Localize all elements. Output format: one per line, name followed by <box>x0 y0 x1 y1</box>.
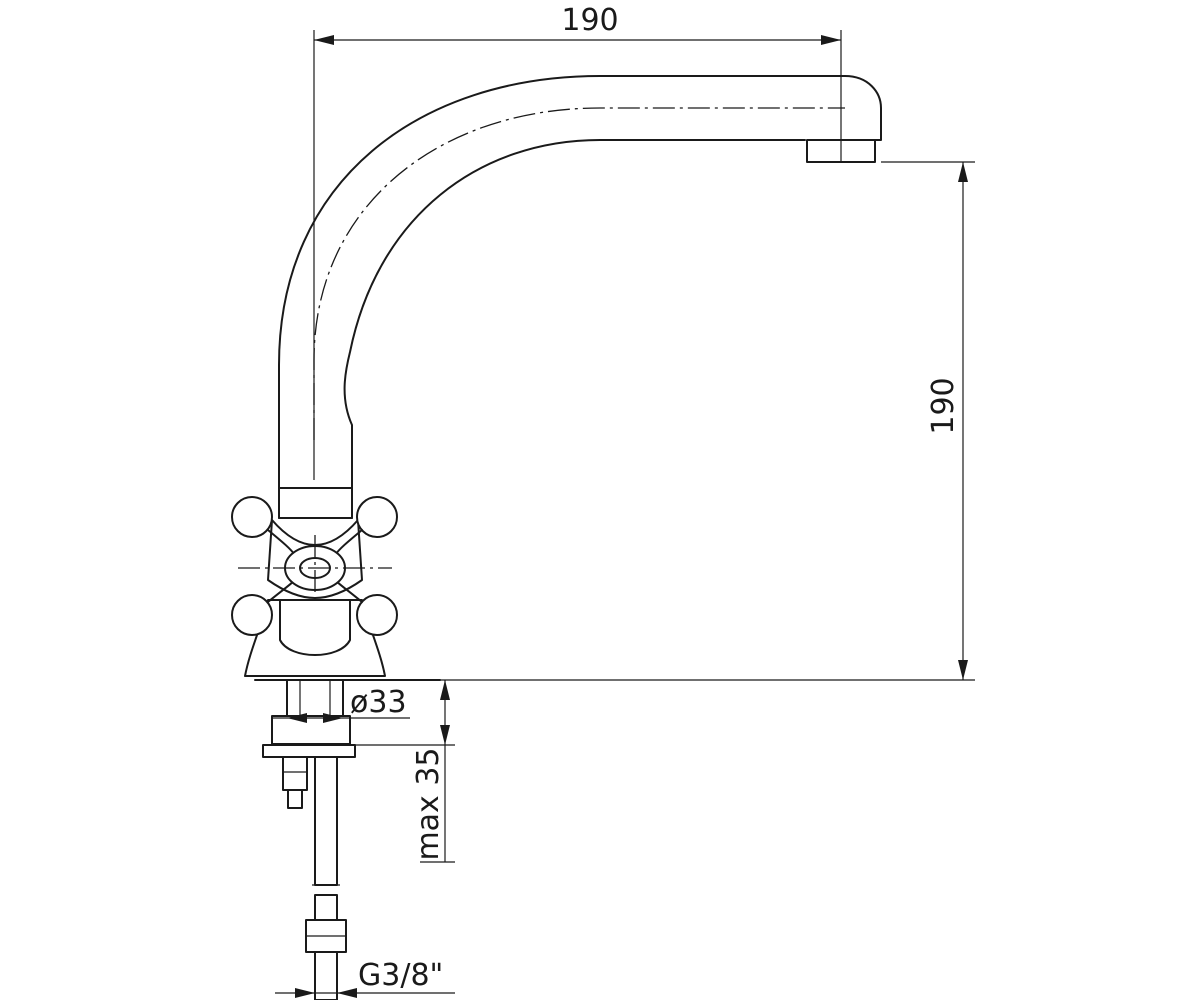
mounting-hardware <box>262 679 356 1001</box>
diameter-arrow-left <box>287 713 307 723</box>
depth-arrow-bottom <box>440 725 450 745</box>
handle-knob-bottom-left <box>231 594 273 636</box>
fixing-rod-tip <box>287 789 303 809</box>
dimension-spout-height: 190 <box>440 161 975 681</box>
supply-hose <box>314 756 338 886</box>
spout-outer-contour <box>278 75 882 489</box>
height-dimension-label: 190 <box>926 377 961 434</box>
height-arrow-top <box>958 162 968 182</box>
fixing-rod <box>282 756 308 791</box>
mounting-nut-plate <box>262 744 356 758</box>
handle-knob-bottom-right <box>356 594 398 636</box>
depth-dimension-label: max 35 <box>411 747 446 860</box>
reach-arrow-left <box>314 35 334 45</box>
spout <box>278 75 882 519</box>
faucet-body <box>244 599 441 681</box>
spout-inner-contour <box>343 139 806 489</box>
dimension-connection-thread: G3/8" <box>275 958 455 998</box>
dimension-mount-depth: max 35 <box>355 680 455 863</box>
thread-arrow-right <box>337 988 357 998</box>
height-arrow-bottom <box>958 660 968 680</box>
thread-arrow-left <box>295 988 315 998</box>
diameter-arrow-right <box>323 713 343 723</box>
cross-handle <box>231 496 398 636</box>
body-neck <box>279 599 351 656</box>
handle-knob-top-right <box>356 496 398 538</box>
diameter-dimension-label: ø33 <box>350 685 407 720</box>
dimension-spout-reach: 190 <box>313 3 842 480</box>
spout-centerline <box>313 107 845 440</box>
reach-arrow-right <box>821 35 841 45</box>
depth-arrow-top <box>440 680 450 700</box>
reach-dimension-label: 190 <box>561 3 618 38</box>
mounting-washer <box>271 715 351 745</box>
dimension-base-diameter: ø33 <box>272 685 410 723</box>
hose-lower <box>314 894 338 921</box>
thread-dimension-label: G3/8" <box>358 958 443 993</box>
handle-knob-top-left <box>231 496 273 538</box>
